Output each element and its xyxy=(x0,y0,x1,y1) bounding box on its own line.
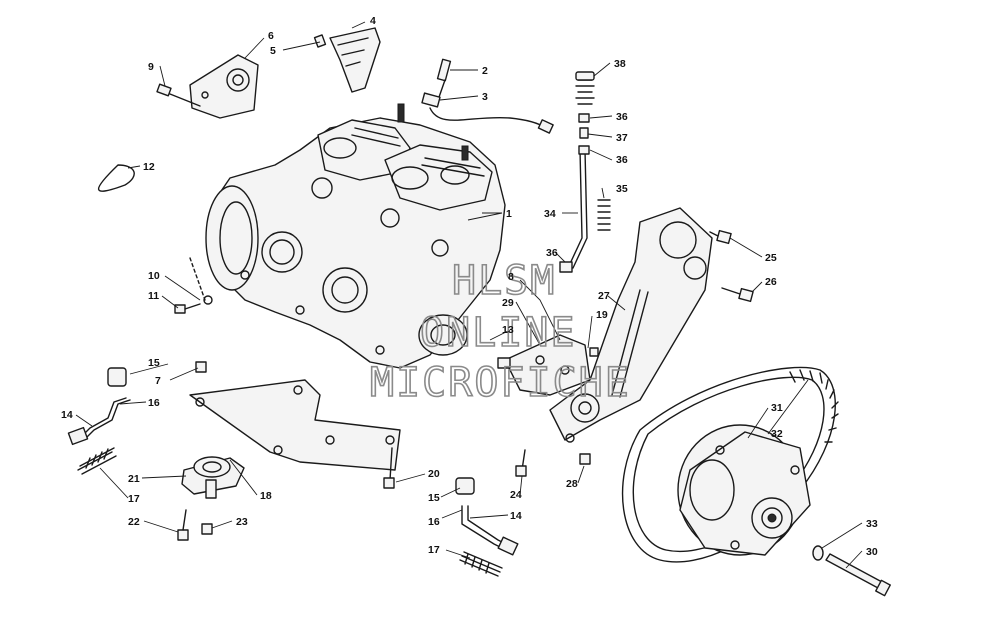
callout-19: 19 xyxy=(596,309,608,321)
callout-36-top: 36 xyxy=(616,111,628,123)
callout-7: 7 xyxy=(155,375,161,387)
callout-1: 1 xyxy=(506,208,512,220)
callout-10: 10 xyxy=(148,270,160,282)
engine-lift-handle xyxy=(313,27,381,93)
callout-35: 35 xyxy=(616,183,628,195)
callout-36-middle: 36 xyxy=(616,154,628,166)
callout-22: 22 xyxy=(128,516,140,528)
watermark-line-2: ONLINE xyxy=(420,310,577,356)
cable-assembly xyxy=(421,58,554,134)
callout-20: 20 xyxy=(428,468,440,480)
callout-8: 8 xyxy=(508,271,514,283)
watermark: HLSM ONLINE MICROFICHE xyxy=(369,257,631,407)
callout-38: 38 xyxy=(614,58,626,70)
watermark-line-1: HLSM xyxy=(452,258,556,304)
bolts-25-26-28 xyxy=(579,229,754,465)
watermark-line-3: MICROFICHE xyxy=(370,360,631,406)
callout-17-left: 17 xyxy=(128,493,140,505)
callout-29: 29 xyxy=(502,297,514,309)
callout-32: 32 xyxy=(771,428,783,440)
callout-9: 9 xyxy=(148,61,154,73)
hardware-10-11 xyxy=(174,257,213,314)
callout-6: 6 xyxy=(268,30,274,42)
drive-clutch xyxy=(677,424,811,556)
callout-5: 5 xyxy=(270,45,276,57)
callout-34: 34 xyxy=(544,208,556,220)
spring-set-left xyxy=(67,367,131,475)
callout-23: 23 xyxy=(236,516,248,528)
callout-27: 27 xyxy=(598,290,610,302)
callout-21: 21 xyxy=(128,473,140,485)
callout-17-right: 17 xyxy=(428,544,440,556)
callout-31: 31 xyxy=(771,402,783,414)
spring-set-right xyxy=(455,477,519,577)
callout-30: 30 xyxy=(866,546,878,558)
callout-15-right: 15 xyxy=(428,492,440,504)
callout-16-right: 16 xyxy=(428,516,440,528)
nut-7 xyxy=(195,361,207,373)
washer-and-bolt xyxy=(812,545,891,597)
callout-12: 12 xyxy=(143,161,155,173)
callout-28: 28 xyxy=(566,478,578,490)
callout-3: 3 xyxy=(482,91,488,103)
mount-bracket-plate xyxy=(189,54,259,119)
callout-4: 4 xyxy=(370,15,376,27)
callout-labels: 1 2 3 4 5 6 7 8 9 10 11 12 13 14 14 15 1… xyxy=(61,15,878,558)
callout-18: 18 xyxy=(260,490,272,502)
bolts-22-23 xyxy=(177,509,213,541)
leader-lines xyxy=(75,21,863,569)
callout-13: 13 xyxy=(502,324,514,336)
callout-33: 33 xyxy=(866,518,878,530)
motor-mount-plate xyxy=(189,379,401,471)
callout-25: 25 xyxy=(765,252,777,264)
engine-assembly xyxy=(205,103,506,369)
callout-14-right: 14 xyxy=(510,510,522,522)
clutch-bracket xyxy=(549,207,713,443)
bolt-20 xyxy=(383,447,395,489)
rubber-mount-21 xyxy=(181,456,245,499)
clip-12 xyxy=(97,164,135,192)
callout-36-lower: 36 xyxy=(546,247,558,259)
bolt-9 xyxy=(156,83,201,107)
callout-11: 11 xyxy=(148,290,159,302)
callout-16-left: 16 xyxy=(148,397,160,409)
callout-24: 24 xyxy=(510,489,522,501)
oil-tube-assembly xyxy=(559,71,611,273)
center-bracket xyxy=(497,334,599,477)
callout-14-left: 14 xyxy=(61,409,73,421)
callout-15-left: 15 xyxy=(148,357,160,369)
callout-37: 37 xyxy=(616,132,628,144)
callout-26: 26 xyxy=(765,276,777,288)
callout-2: 2 xyxy=(482,65,488,77)
